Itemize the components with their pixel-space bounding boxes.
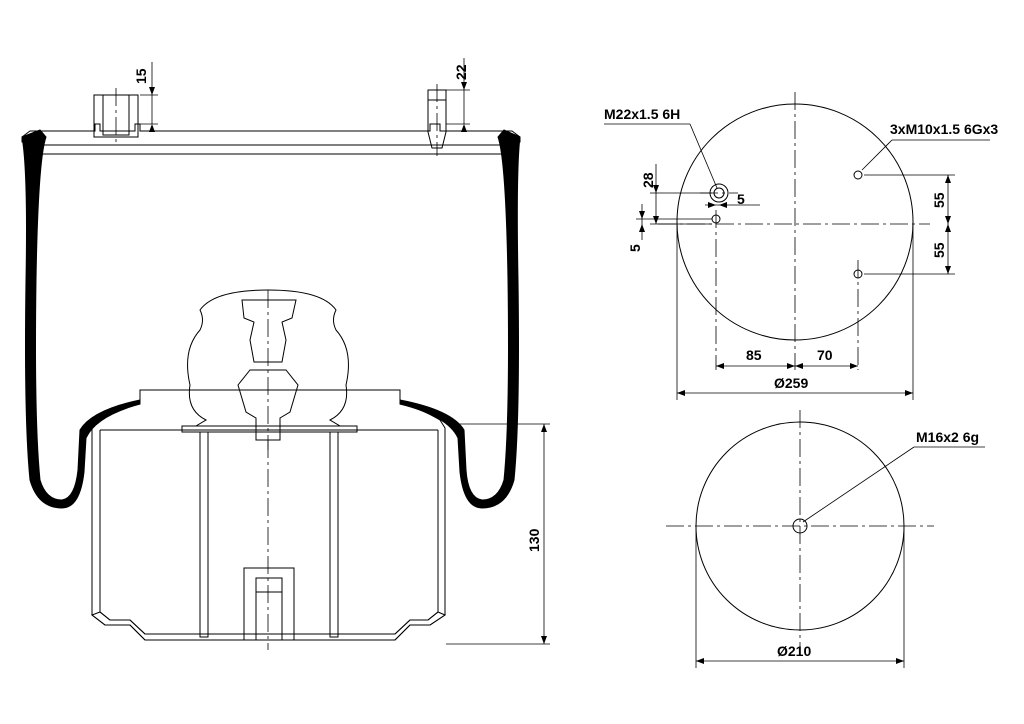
bellows-right bbox=[399, 129, 521, 509]
stud-hole-upper bbox=[853, 170, 863, 180]
dim-stud-spacing-upper: 55 bbox=[931, 192, 947, 208]
dim-stud-spacing-lower: 55 bbox=[931, 242, 947, 258]
center-thread-hole bbox=[792, 518, 808, 534]
dim-piston-height: 130 bbox=[446, 423, 550, 645]
top-plate-view: M22x1.5 6H 3xM10x1.5 6Gx3 28 5 5 55 55 bbox=[604, 92, 998, 400]
side-section-view: 15 22 bbox=[21, 58, 550, 650]
bump-stop bbox=[187, 289, 349, 450]
thread-port-label: M22x1.5 6H bbox=[604, 106, 680, 122]
dim-piston-height-label: 130 bbox=[526, 528, 542, 552]
top-diameter-label: Ø259 bbox=[774, 375, 808, 391]
bottom-diameter-label: Ø210 bbox=[777, 643, 811, 659]
air-port-fitting bbox=[93, 88, 139, 146]
dim-left-gap: 5 bbox=[627, 244, 643, 252]
dim-stud-length: 22 bbox=[446, 58, 470, 132]
thread-studs-label: 3xM10x1.5 6Gx3 bbox=[890, 121, 998, 137]
small-hole bbox=[711, 210, 721, 370]
dim-port-depth: 15 bbox=[133, 62, 158, 132]
dim-port-offset-small: 5 bbox=[737, 191, 745, 207]
dim-horizontal-left: 85 bbox=[746, 347, 762, 363]
bellows-left bbox=[21, 129, 141, 509]
bottom-plate-view: M16x2 6g Ø210 bbox=[666, 410, 985, 668]
dim-port-depth-label: 15 bbox=[133, 68, 149, 84]
dim-port-offset-vertical: 28 bbox=[640, 172, 656, 188]
dim-horizontal-right: 70 bbox=[817, 347, 833, 363]
thread-center-label: M16x2 6g bbox=[916, 429, 979, 445]
piston bbox=[90, 389, 447, 650]
dim-stud-length-label: 22 bbox=[453, 64, 469, 80]
